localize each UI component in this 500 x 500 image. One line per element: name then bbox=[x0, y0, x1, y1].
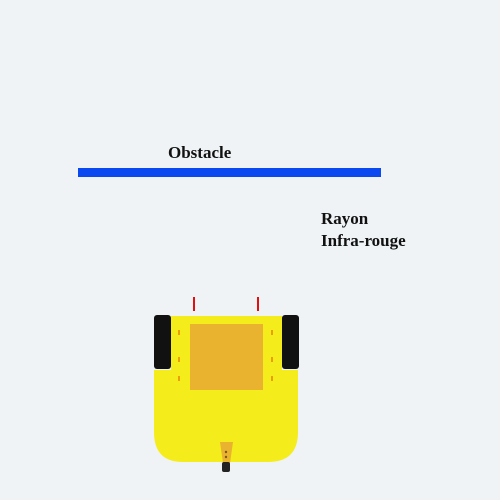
control-board bbox=[190, 324, 263, 390]
board-pin bbox=[271, 357, 273, 362]
wheel-left bbox=[154, 315, 171, 369]
robot-car-topview-icon bbox=[154, 315, 299, 472]
infrared-ray-label-line1: Rayon bbox=[321, 209, 369, 228]
caster-wheel-icon bbox=[220, 442, 233, 472]
obstacle-label: Obstacle bbox=[168, 143, 232, 162]
board-pin bbox=[178, 357, 180, 362]
board-pin bbox=[178, 376, 180, 381]
board-pin bbox=[178, 330, 180, 335]
board-pin bbox=[271, 376, 273, 381]
infrared-ray-label: Rayon Infra-rouge bbox=[321, 208, 406, 252]
board-pin bbox=[271, 330, 273, 335]
wheel-right bbox=[282, 315, 299, 369]
obstacle-bar bbox=[78, 168, 381, 177]
infrared-ray-label-line2: Infra-rouge bbox=[321, 231, 406, 250]
